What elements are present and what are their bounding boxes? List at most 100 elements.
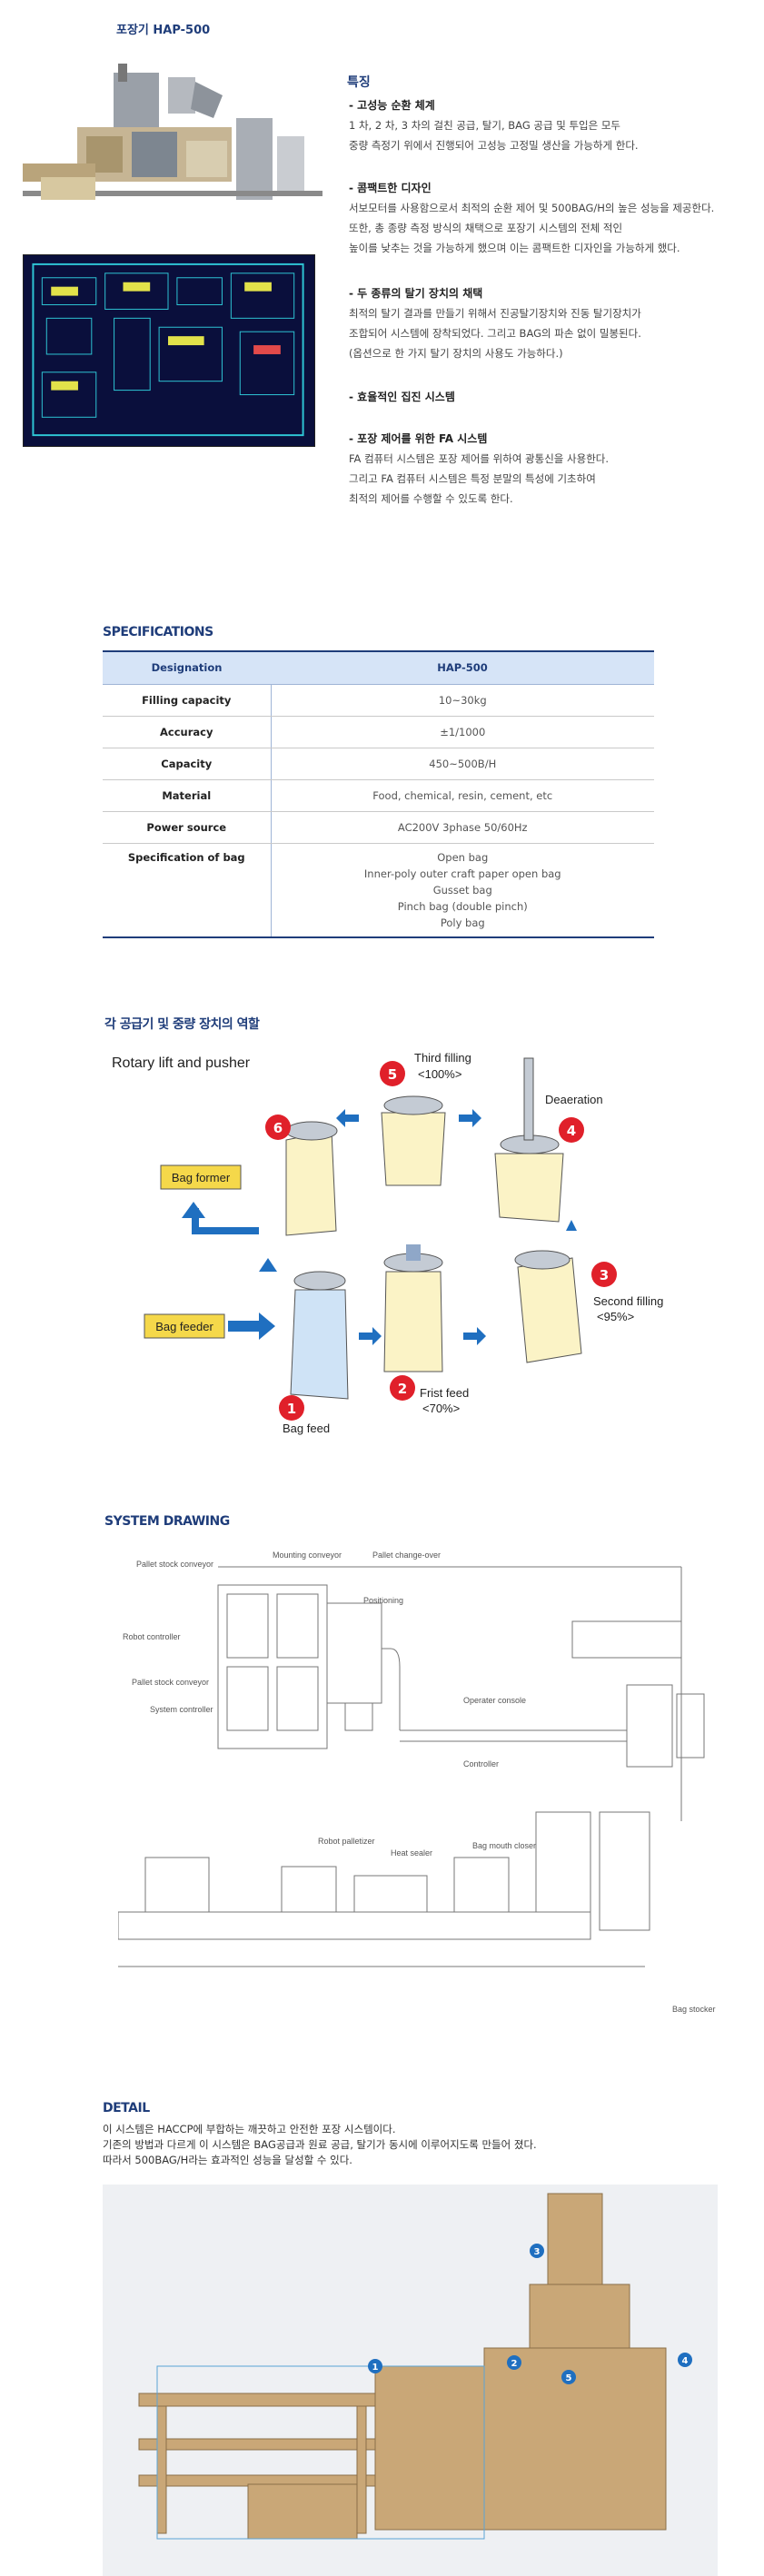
step-sub: <100%> bbox=[418, 1067, 461, 1081]
drawing-label: Mounting conveyor bbox=[273, 1551, 342, 1560]
table-row: Specification of bag Open bag Inner-poly… bbox=[103, 843, 654, 938]
detail-marker: 1 bbox=[372, 2363, 379, 2373]
spec-key: Power source bbox=[103, 811, 272, 844]
bag-feeder-label: Bag feeder bbox=[155, 1320, 213, 1333]
bag-type: Gusset bag bbox=[432, 883, 492, 897]
drawing-label: Pallet stock conveyor bbox=[132, 1678, 209, 1687]
bag-type: Open bag bbox=[437, 850, 489, 864]
detail-marker: 4 bbox=[682, 2356, 689, 2366]
feature-line: 중량 측정기 위에서 진행되어 고성능 고정밀 생산을 가능하게 한다. bbox=[349, 139, 639, 152]
system-drawing: Pallet stock conveyor Mounting conveyor … bbox=[118, 1551, 716, 2014]
drawing-label: Positioning bbox=[363, 1596, 403, 1605]
feature-item: - 효율적인 집진 시스템 bbox=[349, 387, 749, 407]
step-number: 5 bbox=[388, 1066, 397, 1083]
drawing-label: Controller bbox=[463, 1759, 499, 1769]
drawing-label: Pallet stock conveyor bbox=[136, 1560, 213, 1569]
feature-line: (옵션으로 한 가지 탈기 장치의 사용도 가능하다.) bbox=[349, 347, 563, 360]
feature-line: 또한, 총 종량 측정 방식의 채택으로 포장기 시스템의 전체 적인 bbox=[349, 222, 623, 234]
feature-heading: - 포장 제어를 위한 FA 시스템 bbox=[349, 432, 488, 445]
feature-heading: - 두 종류의 탈기 장치의 채택 bbox=[349, 287, 483, 300]
feature-line: 1 차, 2 차, 3 차의 걸친 공급, 탈기, BAG 공급 및 투입은 모… bbox=[349, 119, 620, 132]
specifications-title: SPECIFICATIONS bbox=[103, 625, 213, 639]
bag-1 bbox=[290, 1271, 349, 1400]
bag-2 bbox=[383, 1244, 443, 1372]
bag-type-list: Open bag Inner-poly outer craft paper op… bbox=[271, 843, 654, 938]
feature-item: - 두 종류의 탈기 장치의 채택 최적의 탈기 결과를 만들기 위해서 진공탈… bbox=[349, 283, 749, 363]
spec-key: Material bbox=[103, 779, 272, 812]
control-screen-photo bbox=[23, 254, 315, 447]
feature-line: 그리고 FA 컴퓨터 시스템은 특정 분말의 특성에 기초하여 bbox=[349, 472, 596, 485]
drawing-label: Pallet change-over bbox=[372, 1551, 441, 1560]
detail-title: DETAIL bbox=[103, 2101, 150, 2115]
detail-line: 따라서 500BAG/H라는 효과적인 성능을 달성할 수 있다. bbox=[103, 2154, 352, 2166]
spec-key: Specification of bag bbox=[103, 843, 272, 938]
feature-line: 서보모터를 사용함으로서 최적의 순환 제어 및 500BAG/H의 높은 성능… bbox=[349, 202, 715, 214]
step-label: Third filling bbox=[414, 1051, 471, 1065]
feature-line: 최적의 제어를 수행할 수 있도록 한다. bbox=[349, 492, 513, 505]
spec-value: 10~30kg bbox=[271, 684, 654, 717]
rotary-label: Rotary lift and pusher bbox=[112, 1055, 251, 1071]
drawing-label: Heat sealer bbox=[391, 1848, 432, 1858]
feature-line: 높이를 낮추는 것을 가능하게 했으며 이는 콤팩트한 디자인을 가능하게 했다… bbox=[349, 242, 680, 254]
step-label: Deaeration bbox=[545, 1093, 603, 1106]
machine-photo bbox=[23, 64, 322, 227]
step-label: Second filling bbox=[593, 1294, 663, 1308]
spec-value: AC200V 3phase 50/60Hz bbox=[271, 811, 654, 844]
bag-type: Pinch bag (double pinch) bbox=[397, 899, 528, 913]
spec-key: Capacity bbox=[103, 748, 272, 780]
system-drawing-title: SYSTEM DRAWING bbox=[104, 1514, 230, 1529]
detail-text: 이 시스템은 HACCP에 부합하는 깨끗하고 안전한 포장 시스템이다. 기존… bbox=[103, 2122, 739, 2168]
detail-marker: 2 bbox=[511, 2359, 518, 2369]
feature-item: - 고성능 순환 체계 1 차, 2 차, 3 차의 걸친 공급, 탈기, BA… bbox=[349, 95, 749, 155]
bag-5 bbox=[381, 1095, 446, 1186]
step-number: 6 bbox=[273, 1120, 283, 1136]
step-label: Bag feed bbox=[283, 1422, 330, 1435]
feature-line: 조합되어 시스템에 장착되었다. 그리고 BAG의 파손 없이 밀봉된다. bbox=[349, 327, 641, 340]
page-title: 포장기 HAP-500 bbox=[116, 24, 211, 37]
feature-item: - 콤팩트한 디자인 서보모터를 사용함으로서 최적의 순환 제어 및 500B… bbox=[349, 178, 749, 258]
features-title: 특징 bbox=[347, 75, 371, 90]
drawing-label: System controller bbox=[150, 1705, 213, 1714]
spec-header-value: HAP-500 bbox=[271, 650, 654, 685]
spec-value: ±1/1000 bbox=[271, 716, 654, 748]
spec-value: Food, chemical, resin, cement, etc bbox=[271, 779, 654, 812]
feature-heading: - 고성능 순환 체계 bbox=[349, 99, 435, 112]
step-sub: <95%> bbox=[597, 1310, 634, 1323]
detail-line: 이 시스템은 HACCP에 부합하는 깨끗하고 안전한 포장 시스템이다. bbox=[103, 2123, 396, 2135]
table-row: Accuracy±1/1000 bbox=[103, 716, 654, 748]
detail-line: 기존의 방법과 다르게 이 시스템은 BAG공급과 원료 공급, 탈기가 동시에… bbox=[103, 2138, 537, 2151]
filling-cycle-diagram: Rotary lift and pusher Bag former Bag fe… bbox=[112, 1051, 663, 1435]
feature-line: FA 컴퓨터 시스템은 포장 제어를 위하여 광통신을 사용한다. bbox=[349, 452, 610, 465]
bag-6 bbox=[285, 1121, 338, 1236]
feature-heading: - 효율적인 집진 시스템 bbox=[349, 391, 455, 403]
drawing-label: Bag mouth closer bbox=[472, 1841, 536, 1850]
drawing-label: Bag stocker bbox=[672, 2005, 716, 2014]
drawing-label: Robot palletizer bbox=[318, 1837, 375, 1846]
bag-type: Inner-poly outer craft paper open bag bbox=[363, 867, 561, 880]
spec-value: 450~500B/H bbox=[271, 748, 654, 780]
bag-type: Poly bag bbox=[440, 916, 485, 929]
detail-marker: 3 bbox=[534, 2247, 541, 2257]
bag-3 bbox=[514, 1250, 582, 1363]
step-number: 2 bbox=[398, 1381, 407, 1397]
step-sub: <70%> bbox=[422, 1402, 460, 1415]
step-number: 1 bbox=[287, 1401, 296, 1417]
spec-key: Accuracy bbox=[103, 716, 272, 748]
step-number: 4 bbox=[567, 1123, 576, 1139]
roles-title: 각 공급기 및 중량 장치의 역할 bbox=[104, 1017, 260, 1032]
step-label: Frist feed bbox=[420, 1386, 469, 1400]
spec-key: Filling capacity bbox=[103, 684, 272, 717]
step-number: 3 bbox=[600, 1267, 609, 1283]
spec-header-key: Designation bbox=[103, 650, 271, 685]
detail-marker: 5 bbox=[566, 2373, 572, 2383]
drawing-label: Robot controller bbox=[123, 1632, 181, 1641]
detail-illustration: 1 2 3 4 5 bbox=[103, 2185, 718, 2576]
spec-header-row: Designation HAP-500 bbox=[103, 650, 654, 685]
bag-former-label: Bag former bbox=[172, 1171, 231, 1184]
feature-item: - 포장 제어를 위한 FA 시스템 FA 컴퓨터 시스템은 포장 제어를 위하… bbox=[349, 429, 749, 509]
